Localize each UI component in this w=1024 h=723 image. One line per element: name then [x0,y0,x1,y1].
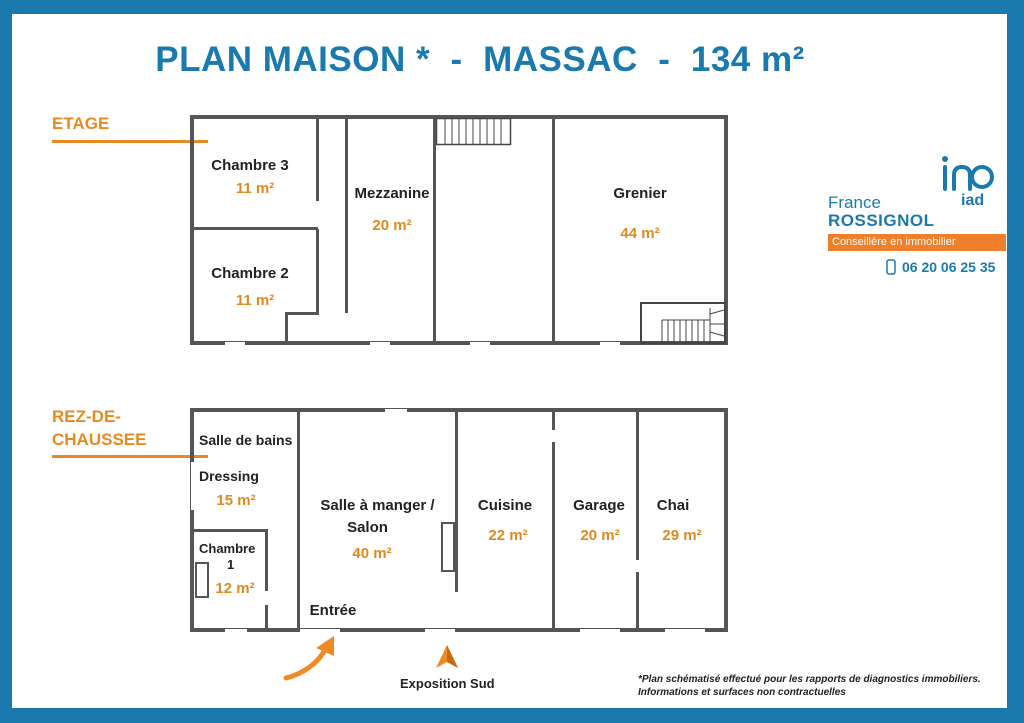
grenier-name: Grenier [613,185,667,202]
wall [724,408,728,632]
dressing-area: 15 m² [216,492,256,509]
wall [285,312,288,342]
entree-label: Entrée [309,602,357,619]
chambre-3-name: Chambre 3 [211,157,289,174]
window [370,342,390,345]
agent-last-name: ROSSIGNOL [828,211,935,230]
wall [552,117,555,343]
chai-door [665,629,705,632]
window [425,629,455,632]
wall [265,529,268,591]
iad-logo-icon [942,156,994,191]
plan-frame [12,14,1007,708]
wall [192,529,268,532]
wall [190,408,194,632]
wall [552,410,555,430]
disclaimer: *Plan schématisé effectué pour les rappo… [638,673,981,699]
window [225,342,245,345]
salon-name-line1: Salle à manger / [320,497,435,514]
wall [190,115,194,345]
garage-name: Garage [573,497,625,514]
cuisine-area: 22 m² [488,527,528,544]
chambre-1-name: Chambre [199,541,256,556]
wall [285,312,319,315]
staircase-icon [640,302,726,344]
entrance-door [300,629,340,632]
cuisine-name: Cuisine [477,497,533,514]
salon-name-line2: Salon [347,519,388,536]
agent-role: Conseillère en immobilier [828,234,1006,251]
wall [433,117,436,343]
exposition-label: Exposition Sud [400,676,495,691]
wall [297,410,300,630]
entrance-arrow-icon [283,636,334,681]
wall [455,410,458,592]
plan-title: PLAN MAISON * - MASSAC - 134 m² [155,40,805,79]
wall [190,408,728,412]
mezzanine-name: Mezzanine [354,185,430,202]
wall [636,410,639,560]
window [385,409,407,412]
etage-label: ETAGE [52,114,110,133]
wall [265,605,268,630]
rdc-label-line1: REZ-DE- [52,407,121,426]
salle-de-bains-name: Salle de bains [199,432,293,448]
wall [190,341,728,345]
disclaimer-line2: Informations et surfaces non contractuel… [638,687,846,698]
wall [316,229,319,313]
rdc-underline [52,455,208,458]
dressing-name: Dressing [199,468,259,484]
garage-area: 20 m² [580,527,620,544]
etage-underline [52,140,208,143]
fireplace [441,522,455,572]
window [600,342,620,345]
chai-name: Chai [656,497,690,514]
wall [190,628,728,632]
chambre-2-area: 11 m² [235,292,275,309]
agent-first-name: France [828,193,881,212]
salon-area: 40 m² [352,545,392,562]
wall [636,572,639,630]
chai-area: 29 m² [662,527,702,544]
brand-name: iad [961,192,985,209]
window [225,629,247,632]
chambre-3-area: 11 m² [235,180,275,197]
closet [195,562,209,598]
window [470,342,490,345]
wall [190,115,728,119]
disclaimer-line1: *Plan schématisé effectué pour les rappo… [638,674,981,685]
wall [552,442,555,630]
wall [345,117,348,313]
wall [192,227,318,230]
agent-phone: 06 20 06 25 35 [902,259,996,275]
chambre-1-number: 1 [227,557,235,572]
mezzanine-area: 20 m² [372,217,412,234]
chambre-1-area: 12 m² [215,580,255,597]
grenier-area: 44 m² [620,225,660,242]
chambre-2-name: Chambre 2 [211,265,289,282]
phone-icon [886,259,896,275]
rdc-label-line2: CHAUSSEE [52,430,147,449]
wall [316,117,319,201]
wall [724,115,728,345]
staircase-icon [436,118,512,146]
window [191,462,194,510]
south-exposure-icon [436,645,458,668]
garage-door [580,629,620,632]
